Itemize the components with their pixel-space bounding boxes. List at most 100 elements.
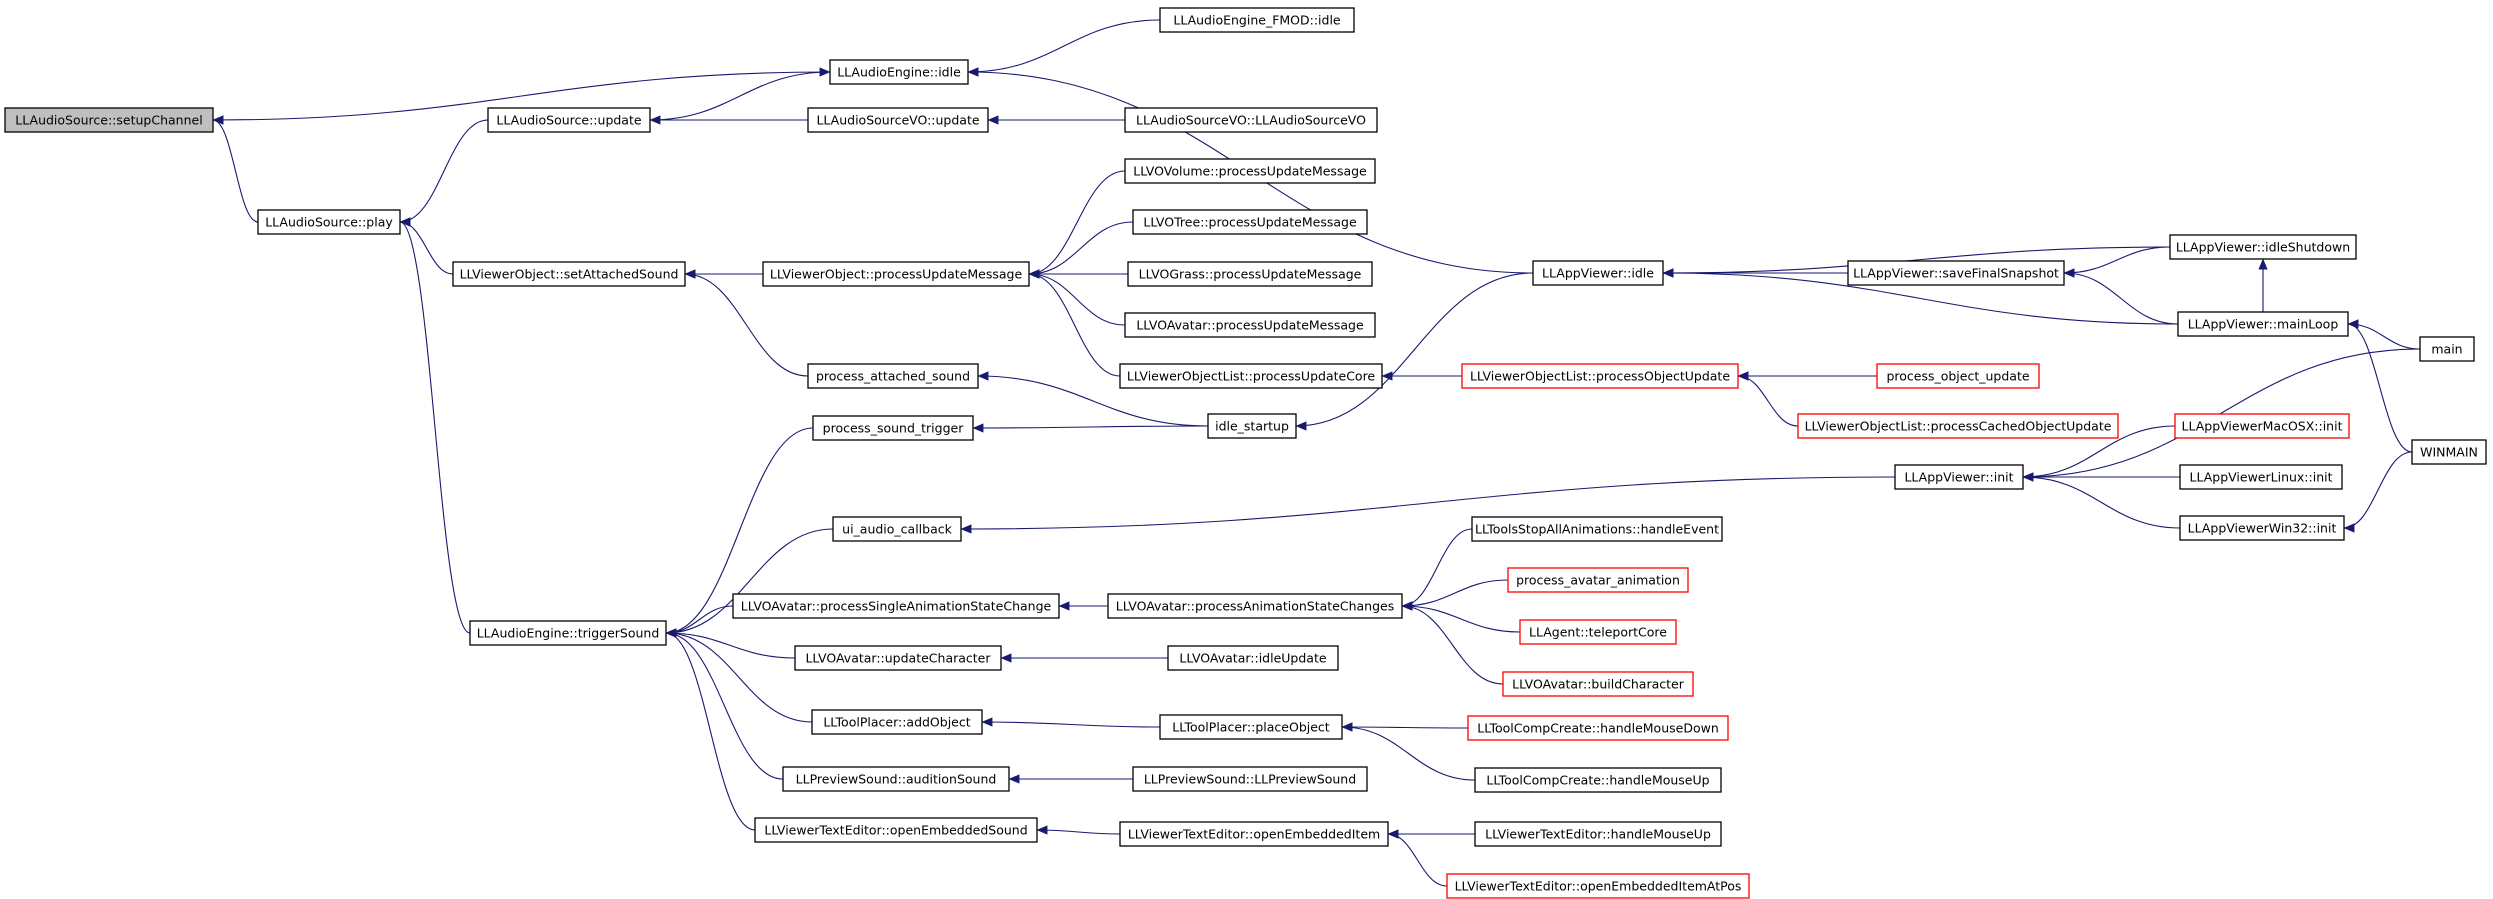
function-node[interactable]: LLVOAvatar::processAnimationStateChanges bbox=[1107, 593, 1403, 619]
function-node[interactable]: LLVOVolume::processUpdateMessage bbox=[1124, 158, 1376, 184]
node-box bbox=[811, 709, 983, 735]
node-label: LLToolCompCreate::handleMouseUp bbox=[1486, 773, 1709, 788]
node-box bbox=[1461, 363, 1739, 389]
function-node[interactable]: LLAudioEngine::idle bbox=[829, 59, 969, 85]
node-label: LLAudioEngine::idle bbox=[837, 65, 961, 80]
function-node[interactable]: LLAppViewer::saveFinalSnapshot bbox=[1847, 260, 2065, 286]
call-edge bbox=[212, 115, 259, 223]
edge-arrow bbox=[2022, 348, 2421, 482]
node-label: LLAppViewerWin32::init bbox=[2188, 521, 2337, 536]
node-box bbox=[1107, 593, 1403, 619]
function-node[interactable]: LLAppViewer::idle bbox=[1532, 260, 1664, 286]
function-node[interactable]: LLAgent::teleportCore bbox=[1519, 619, 1677, 645]
function-node[interactable]: main bbox=[2419, 336, 2475, 362]
function-node[interactable]: LLAudioEngine_FMOD::idle bbox=[1159, 7, 1355, 33]
edge-arrow bbox=[2022, 425, 2176, 482]
node-label: LLVOAvatar::processAnimationStateChanges bbox=[1116, 599, 1395, 614]
node-label: LLAudioSource::play bbox=[265, 215, 393, 230]
function-node[interactable]: LLPreviewSound::LLPreviewSound bbox=[1132, 766, 1368, 792]
function-node[interactable]: WINMAIN bbox=[2411, 439, 2487, 465]
function-node[interactable]: LLAppViewerMacOSX::init bbox=[2174, 413, 2350, 439]
function-node[interactable]: LLAudioSourceVO::update bbox=[807, 107, 989, 133]
edge-arrow bbox=[665, 628, 784, 780]
function-node[interactable]: LLViewerObject::processUpdateMessage bbox=[762, 261, 1030, 287]
node-box bbox=[1119, 363, 1383, 389]
function-node[interactable]: LLVOAvatar::processSingleAnimationStateC… bbox=[732, 593, 1060, 619]
node-box bbox=[1507, 567, 1689, 593]
edge-arrow bbox=[1295, 272, 1534, 431]
function-node[interactable]: LLToolPlacer::placeObject bbox=[1159, 714, 1343, 740]
edge-arrow bbox=[1028, 221, 1134, 279]
function-node[interactable]: LLAppViewerLinux::init bbox=[2179, 464, 2343, 490]
call-edge bbox=[981, 717, 1161, 728]
node-box bbox=[1446, 873, 1750, 899]
node-label: WINMAIN bbox=[2420, 445, 2478, 460]
function-node[interactable]: LLVOTree::processUpdateMessage bbox=[1132, 209, 1368, 235]
function-node[interactable]: LLToolCompCreate::handleMouseDown bbox=[1467, 715, 1729, 741]
node-label: LLAppViewerLinux::init bbox=[2190, 470, 2333, 485]
function-node[interactable]: process_attached_sound bbox=[807, 363, 979, 389]
call-edge bbox=[1401, 579, 1509, 611]
function-node[interactable]: LLVOGrass::processUpdateMessage bbox=[1127, 261, 1373, 287]
node-box bbox=[812, 415, 974, 441]
function-node[interactable]: LLViewerObjectList::processCachedObjectU… bbox=[1797, 413, 2119, 439]
node-box bbox=[2177, 311, 2349, 337]
node-label: LLVOAvatar::buildCharacter bbox=[1512, 677, 1685, 692]
call-edge bbox=[1662, 268, 2179, 325]
call-edge bbox=[665, 628, 796, 659]
node-box bbox=[1119, 821, 1389, 847]
function-node[interactable]: LLViewerObjectList::processUpdateCore bbox=[1119, 363, 1383, 389]
function-node[interactable]: process_object_update bbox=[1876, 363, 2040, 389]
function-node[interactable]: LLAudioSource::update bbox=[487, 107, 651, 133]
edge-arrow bbox=[972, 423, 1209, 433]
node-box bbox=[1474, 821, 1722, 847]
function-node[interactable]: LLToolCompCreate::handleMouseUp bbox=[1474, 767, 1722, 793]
function-node[interactable]: LLAppViewer::mainLoop bbox=[2177, 311, 2349, 337]
function-node[interactable]: process_avatar_animation bbox=[1507, 567, 1689, 593]
node-box bbox=[1532, 260, 1664, 286]
function-node[interactable]: LLVOAvatar::updateCharacter bbox=[794, 645, 1002, 671]
call-edge bbox=[2022, 425, 2176, 482]
function-node[interactable]: LLAudioEngine::triggerSound bbox=[469, 620, 667, 646]
node-box bbox=[2174, 413, 2350, 439]
function-node[interactable]: LLViewerTextEditor::openEmbeddedSound bbox=[754, 817, 1038, 843]
function-node[interactable]: LLViewerTextEditor::openEmbeddedItemAtPo… bbox=[1446, 873, 1750, 899]
node-label: LLAppViewerMacOSX::init bbox=[2182, 419, 2343, 434]
function-node[interactable]: ui_audio_callback bbox=[832, 516, 962, 542]
node-label: LLToolPlacer::addObject bbox=[823, 715, 970, 730]
function-node[interactable]: LLVOAvatar::buildCharacter bbox=[1502, 671, 1694, 697]
function-node[interactable]: LLAudioSourceVO::LLAudioSourceVO bbox=[1124, 107, 1378, 133]
node-box bbox=[1132, 766, 1368, 792]
call-edge bbox=[665, 605, 734, 638]
function-node[interactable]: LLToolPlacer::addObject bbox=[811, 709, 983, 735]
node-box bbox=[2179, 464, 2343, 490]
function-node[interactable]: LLAudioSource::play bbox=[257, 209, 401, 235]
function-node[interactable]: LLVOAvatar::idleUpdate bbox=[1167, 645, 1339, 671]
function-node[interactable]: LLViewerTextEditor::openEmbeddedItem bbox=[1119, 821, 1389, 847]
function-node[interactable]: process_sound_trigger bbox=[812, 415, 974, 441]
function-node[interactable]: LLViewerObjectList::processObjectUpdate bbox=[1461, 363, 1739, 389]
function-node[interactable]: LLToolsStopAllAnimations::handleEvent bbox=[1471, 516, 1723, 542]
node-label: LLViewerObjectList::processObjectUpdate bbox=[1470, 369, 1730, 384]
function-node[interactable]: LLViewerObject::setAttachedSound bbox=[452, 261, 686, 287]
function-node[interactable]: LLPreviewSound::auditionSound bbox=[782, 766, 1010, 792]
node-label: idle_startup bbox=[1215, 419, 1289, 434]
function-node[interactable]: LLAppViewerWin32::init bbox=[2179, 515, 2345, 541]
call-edge bbox=[665, 628, 756, 831]
function-node[interactable]: LLAppViewer::init bbox=[1894, 464, 2024, 490]
edge-arrow bbox=[1662, 246, 2171, 278]
node-box bbox=[762, 261, 1030, 287]
function-node[interactable]: LLAudioSource::setupChannel bbox=[4, 107, 214, 133]
node-label: process_avatar_animation bbox=[1516, 573, 1680, 588]
function-node[interactable]: LLViewerTextEditor::handleMouseUp bbox=[1474, 821, 1722, 847]
function-node[interactable]: LLVOAvatar::processUpdateMessage bbox=[1124, 312, 1376, 338]
function-node[interactable]: LLAppViewer::idleShutdown bbox=[2169, 234, 2357, 260]
node-box bbox=[1124, 312, 1376, 338]
call-edge bbox=[684, 269, 809, 377]
node-box bbox=[1207, 413, 1297, 439]
node-label: LLPreviewSound::LLPreviewSound bbox=[1144, 772, 1356, 787]
function-node[interactable]: idle_startup bbox=[1207, 413, 1297, 439]
node-box bbox=[1159, 7, 1355, 33]
edge-arrow bbox=[399, 119, 489, 227]
